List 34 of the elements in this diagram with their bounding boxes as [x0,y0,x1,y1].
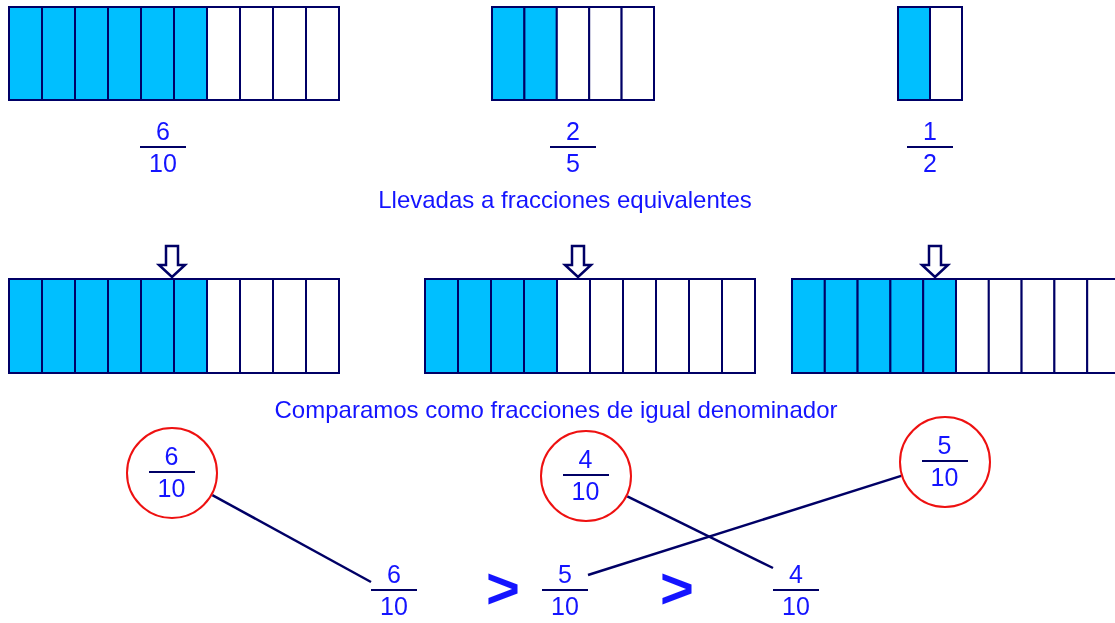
hollow-arrow [561,244,595,279]
caption: Llevadas a fracciones equivalentes [378,186,752,214]
denominator: 10 [930,462,959,491]
fraction-strip [491,6,655,101]
connector-line [626,495,774,570]
numerator: 5 [558,560,572,588]
fraction-strip [791,278,1115,374]
numerator: 5 [937,430,952,459]
greater-than-sign: > [660,558,694,618]
denominator: 10 [157,473,186,502]
hollow-arrow [918,244,952,279]
denominator: 10 [380,592,408,620]
connector-line [211,494,372,584]
fraction-strip [8,6,340,101]
fraction-strip [8,278,340,374]
denominator: 10 [551,592,579,620]
denominator: 5 [566,149,580,177]
hollow-arrow [155,244,189,279]
denominator: 10 [571,476,600,505]
connector-line [587,474,902,577]
denominator: 10 [782,592,810,620]
numerator: 2 [566,117,580,145]
fraction-strip [897,6,963,101]
numerator: 6 [156,117,170,145]
numerator: 1 [923,117,937,145]
denominator: 10 [149,149,177,177]
numerator: 6 [387,560,401,588]
numerator: 4 [578,444,593,473]
greater-than-sign: > [486,558,520,618]
caption: Comparamos como fracciones de igual denominador [274,396,838,424]
numerator: 6 [164,441,179,470]
numerator: 4 [789,560,803,588]
fraction-strip [424,278,756,374]
denominator: 2 [923,149,937,177]
